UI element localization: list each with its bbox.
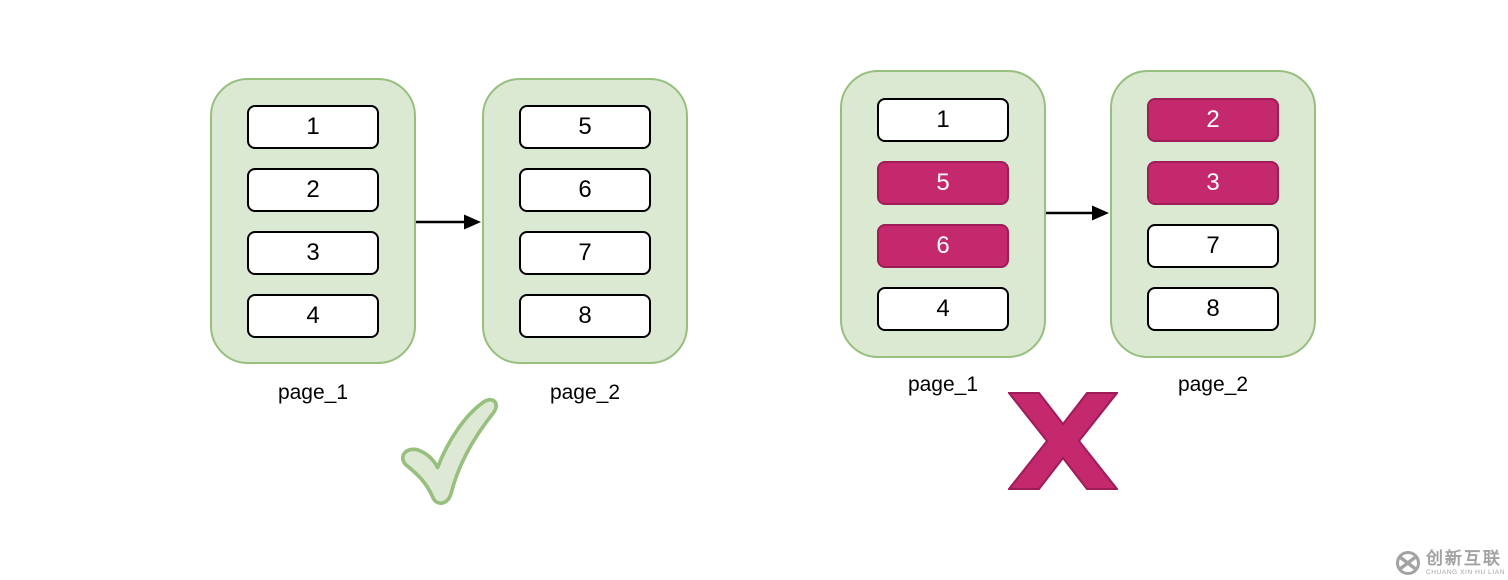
watermark: 创新互联 CHUANG XIN HU LIAN — [1395, 550, 1505, 576]
list-item: 5 — [877, 160, 1009, 205]
list-item: 2 — [247, 167, 379, 212]
right-arrow-icon — [416, 214, 481, 230]
list-item: 7 — [1147, 223, 1279, 268]
list-item: 1 — [247, 104, 379, 149]
correct-page-2-label: page_2 — [549, 381, 621, 404]
watermark-subtext: CHUANG XIN HU LIAN — [1425, 569, 1505, 576]
list-item: 6 — [519, 167, 651, 212]
list-item: 4 — [247, 293, 379, 338]
correct-page-1-label: page_1 — [277, 381, 349, 404]
list-item: 1 — [877, 97, 1009, 142]
list-item: 2 — [1147, 97, 1279, 142]
list-item: 4 — [877, 286, 1009, 331]
list-item: 6 — [877, 223, 1009, 268]
incorrect-page-1-container: 1 5 6 4 — [840, 70, 1046, 358]
watermark-brand: 创新互联 — [1425, 549, 1502, 568]
watermark-logo-icon — [1395, 551, 1420, 575]
list-item: 5 — [519, 104, 651, 149]
list-item: 8 — [1147, 286, 1279, 331]
incorrect-page-1-label: page_1 — [907, 373, 979, 396]
correct-page-2-container: 5 6 7 8 — [482, 78, 688, 364]
right-arrow-icon — [1046, 205, 1109, 221]
list-item: 3 — [1147, 160, 1279, 205]
incorrect-page-2-label: page_2 — [1177, 373, 1249, 396]
list-item: 8 — [519, 293, 651, 338]
list-item: 7 — [519, 230, 651, 275]
correct-page-1-container: 1 2 3 4 — [210, 78, 416, 364]
checkmark-icon — [400, 397, 498, 505]
cross-icon — [1008, 392, 1118, 490]
list-item: 3 — [247, 230, 379, 275]
incorrect-page-2-container: 2 3 7 8 — [1110, 70, 1316, 358]
